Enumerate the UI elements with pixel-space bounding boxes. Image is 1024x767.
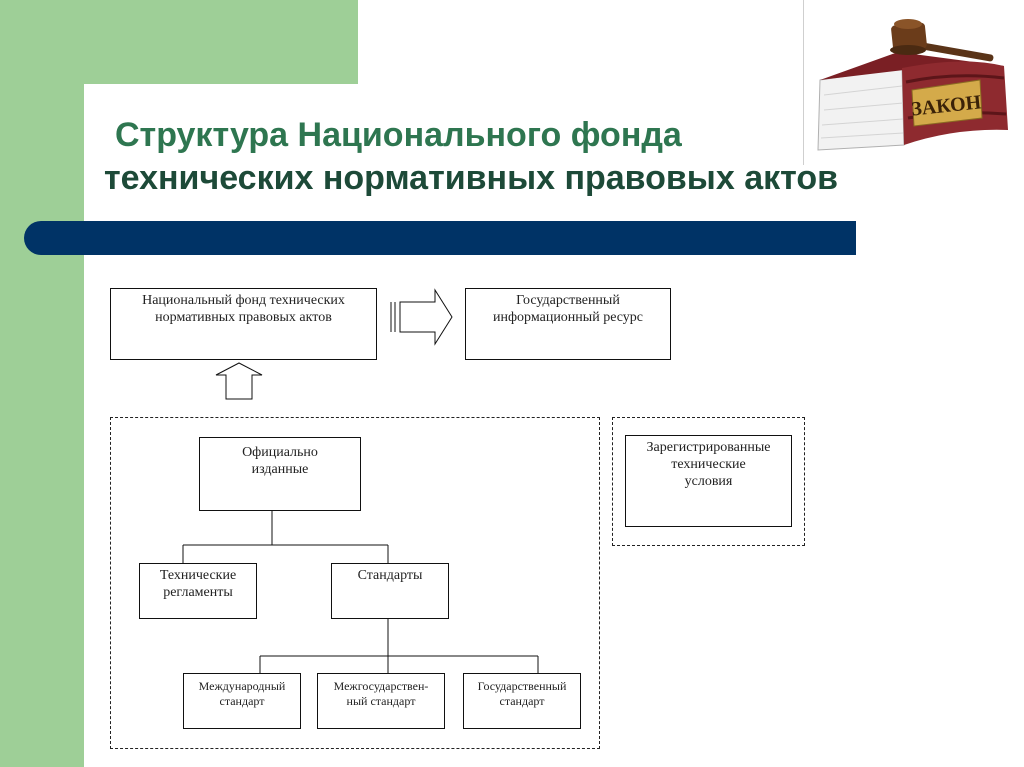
interstate-standard-line-1: Межгосударствен-	[333, 679, 429, 693]
tech-regulations-box: Технические регламенты	[139, 563, 257, 619]
content-panel	[84, 84, 1024, 767]
national-fund-line-1: Национальный фонд технических	[142, 293, 345, 308]
title-underline-band	[24, 221, 856, 255]
law-book-illustration: ЗАКОН	[804, 0, 1024, 165]
registered-conditions-line-2: технические	[671, 457, 746, 472]
interstate-standard-box: Межгосударствен- ный стандарт	[317, 673, 445, 729]
standards-line-1: Стандарты	[357, 568, 423, 583]
tech-regulations-line-1: Технические	[159, 568, 237, 583]
law-book-gavel-icon: ЗАКОН	[817, 19, 1008, 151]
national-fund-box: Национальный фонд технических нормативны…	[110, 288, 377, 360]
international-standard-line-1: Международный	[198, 679, 286, 693]
official-publications-group	[110, 417, 600, 749]
officially-published-line-1: Официально	[242, 445, 318, 460]
state-standard-box: Государственный стандарт	[463, 673, 581, 729]
tech-regulations-line-2: регламенты	[163, 585, 233, 600]
state-resource-line-2: информационный ресурс	[493, 310, 643, 325]
up-arrow-icon	[215, 362, 263, 400]
officially-published-line-2: изданные	[251, 462, 309, 477]
right-arrow-icon	[390, 288, 453, 346]
green-left-strip	[0, 0, 84, 767]
registered-conditions-line-1: Зарегистрированные	[646, 440, 771, 455]
officially-published-box: Официально изданные	[199, 437, 361, 511]
international-standard-line-2: стандарт	[219, 694, 265, 708]
state-resource-line-1: Государственный	[516, 293, 620, 308]
slide-title-line-2: технических нормативных правовых актов	[104, 159, 838, 197]
national-fund-line-2: нормативных правовых актов	[155, 310, 332, 325]
registered-conditions-line-3: условия	[684, 474, 733, 489]
state-resource-box: Государственный информационный ресурс	[465, 288, 671, 360]
state-standard-line-1: Государственный	[477, 679, 567, 693]
illustration-divider	[803, 0, 804, 165]
standards-box: Стандарты	[331, 563, 449, 619]
international-standard-box: Международный стандарт	[183, 673, 301, 729]
registered-conditions-group	[612, 417, 805, 546]
slide-title-line-1: Структура Национального фонда	[115, 116, 682, 154]
registered-conditions-box: Зарегистрированные технические условия	[625, 435, 792, 527]
interstate-standard-line-2: ный стандарт	[346, 694, 416, 708]
state-standard-line-2: стандарт	[499, 694, 545, 708]
